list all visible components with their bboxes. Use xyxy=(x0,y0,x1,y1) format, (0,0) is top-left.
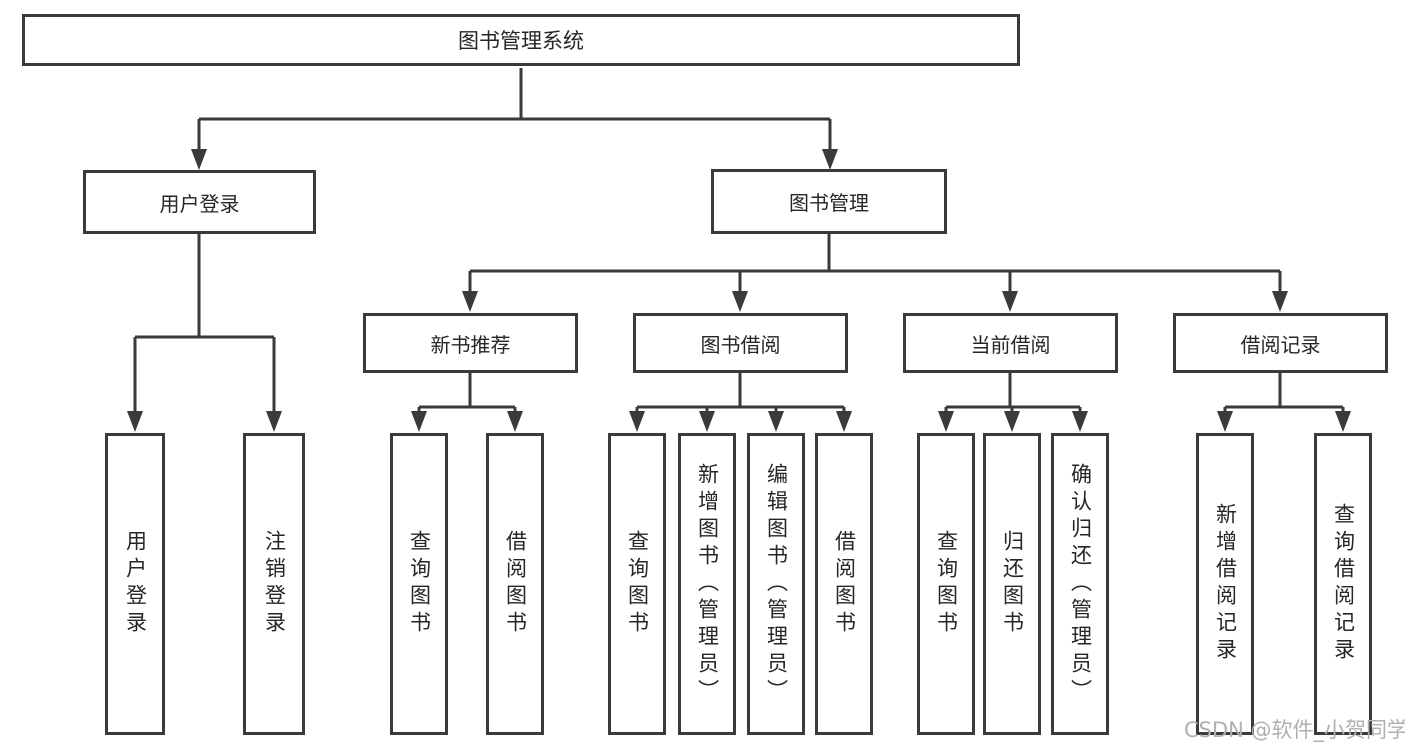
leaf-query-books-recommend: 查询图书 xyxy=(390,433,448,735)
leaf-borrow-books-borrowing-label: 借阅图书 xyxy=(832,530,857,638)
leaf-query-borrow-record: 查询借阅记录 xyxy=(1314,433,1372,735)
leaf-return-books: 归还图书 xyxy=(983,433,1041,735)
leaf-add-borrow-record-label: 新增借阅记录 xyxy=(1213,503,1238,665)
leaf-query-books-current: 查询图书 xyxy=(917,433,975,735)
leaf-borrow-books-recommend-label: 借阅图书 xyxy=(503,530,528,638)
leaf-user-login-label: 用户登录 xyxy=(123,530,148,638)
node-current-borrowing: 当前借阅 xyxy=(903,313,1118,373)
leaf-edit-books-admin-label: 编辑图书（管理员） xyxy=(764,462,789,706)
node-book-borrowing: 图书借阅 xyxy=(633,313,848,373)
leaf-query-books-current-label: 查询图书 xyxy=(934,530,959,638)
node-root-system: 图书管理系统 xyxy=(22,14,1020,66)
leaf-confirm-return-admin-label: 确认归还（管理员） xyxy=(1068,462,1093,706)
leaf-query-borrow-record-label: 查询借阅记录 xyxy=(1331,503,1356,665)
leaf-logout-label: 注销登录 xyxy=(262,530,287,638)
leaf-add-borrow-record: 新增借阅记录 xyxy=(1196,433,1254,735)
leaf-query-books-borrowing: 查询图书 xyxy=(608,433,666,735)
leaf-confirm-return-admin: 确认归还（管理员） xyxy=(1051,433,1109,735)
leaf-query-books-borrowing-label: 查询图书 xyxy=(625,530,650,638)
leaf-borrow-books-borrowing: 借阅图书 xyxy=(815,433,873,735)
leaf-query-books-recommend-label: 查询图书 xyxy=(407,530,432,638)
leaf-user-login: 用户登录 xyxy=(105,433,165,735)
leaf-add-books-admin-label: 新增图书（管理员） xyxy=(695,462,720,706)
node-new-book-recommendation: 新书推荐 xyxy=(363,313,578,373)
leaf-add-books-admin: 新增图书（管理员） xyxy=(678,433,736,735)
leaf-return-books-label: 归还图书 xyxy=(1000,530,1025,638)
node-user-login-branch: 用户登录 xyxy=(83,170,316,234)
node-borrowing-records: 借阅记录 xyxy=(1173,313,1388,373)
leaf-logout: 注销登录 xyxy=(243,433,305,735)
leaf-edit-books-admin: 编辑图书（管理员） xyxy=(747,433,805,735)
csdn-watermark: CSDN @软件_小贺同学 xyxy=(1184,718,1405,742)
node-book-management-branch: 图书管理 xyxy=(711,169,947,234)
leaf-borrow-books-recommend: 借阅图书 xyxy=(486,433,544,735)
